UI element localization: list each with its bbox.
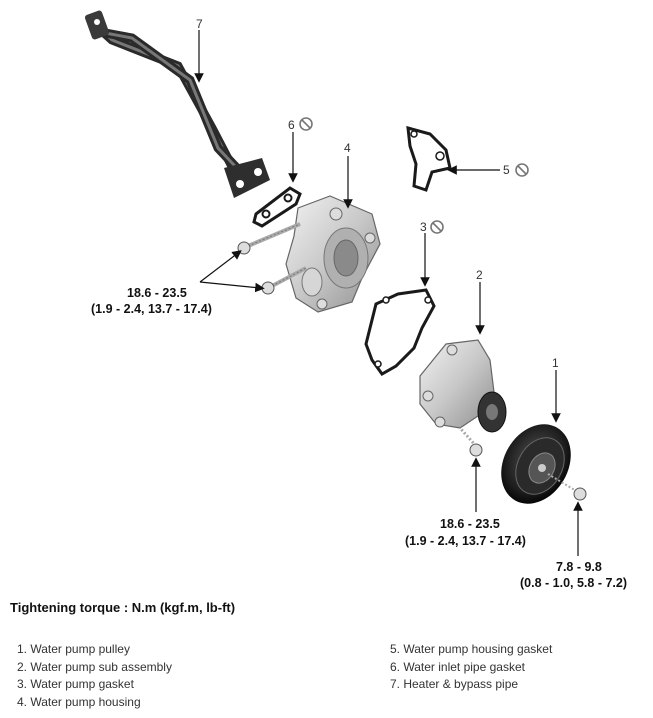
torque-sub-assembly-nm: 18.6 - 23.5 bbox=[440, 517, 500, 531]
water-pump-housing bbox=[285, 195, 381, 313]
no-reuse-icon bbox=[515, 163, 529, 177]
parts-legend-left: 1. Water pump pulley 2. Water pump sub a… bbox=[17, 641, 172, 711]
no-reuse-icon bbox=[430, 220, 444, 234]
torque-pulley-nm: 7.8 - 9.8 bbox=[556, 560, 602, 574]
torque-units-title: Tightening torque : N.m (kgf.m, lb-ft) bbox=[10, 600, 236, 615]
water-pump-gasket bbox=[364, 288, 436, 376]
no-reuse-icon bbox=[299, 117, 313, 131]
callout-6: 6 bbox=[288, 118, 295, 132]
callout-1: 1 bbox=[552, 356, 559, 370]
callout-2: 2 bbox=[476, 268, 483, 282]
legend-item: 2. Water pump sub assembly bbox=[17, 659, 172, 674]
water-inlet-pipe-gasket bbox=[252, 186, 302, 228]
legend-item: 6. Water inlet pipe gasket bbox=[390, 659, 525, 674]
torque-pulley-alt: (0.8 - 1.0, 5.8 - 7.2) bbox=[520, 576, 627, 590]
torque-sub-assembly-alt: (1.9 - 2.4, 13.7 - 17.4) bbox=[405, 534, 526, 548]
exploded-parts-diagram: 7 6 4 5 3 2 1 18.6 - 23.5 (1.9 - 2.4, 13… bbox=[84, 10, 627, 590]
water-pump-sub-assembly bbox=[419, 339, 507, 433]
callout-5: 5 bbox=[503, 163, 510, 177]
parts-legend-right: 5. Water pump housing gasket 6. Water in… bbox=[390, 641, 552, 694]
callout-3: 3 bbox=[420, 220, 427, 234]
legend-item: 5. Water pump housing gasket bbox=[390, 642, 553, 656]
legend-item: 4. Water pump housing bbox=[17, 694, 141, 709]
housing-bolt-upper bbox=[237, 222, 301, 255]
pulley-bolt bbox=[547, 473, 587, 501]
water-pump-housing-gasket bbox=[406, 125, 452, 192]
heater-bypass-pipe bbox=[84, 10, 270, 198]
callout-7: 7 bbox=[196, 17, 203, 31]
water-pump-pulley bbox=[501, 424, 571, 504]
legend-item: 3. Water pump gasket bbox=[17, 677, 134, 691]
callout-4: 4 bbox=[344, 141, 351, 155]
torque-housing-alt: (1.9 - 2.4, 13.7 - 17.4) bbox=[91, 302, 212, 316]
sub-assembly-bolt bbox=[458, 427, 483, 457]
torque-housing-nm: 18.6 - 23.5 bbox=[127, 286, 187, 300]
legend-item: 1. Water pump pulley bbox=[17, 642, 130, 656]
legend-item: 7. Heater & bypass pipe bbox=[390, 677, 519, 691]
